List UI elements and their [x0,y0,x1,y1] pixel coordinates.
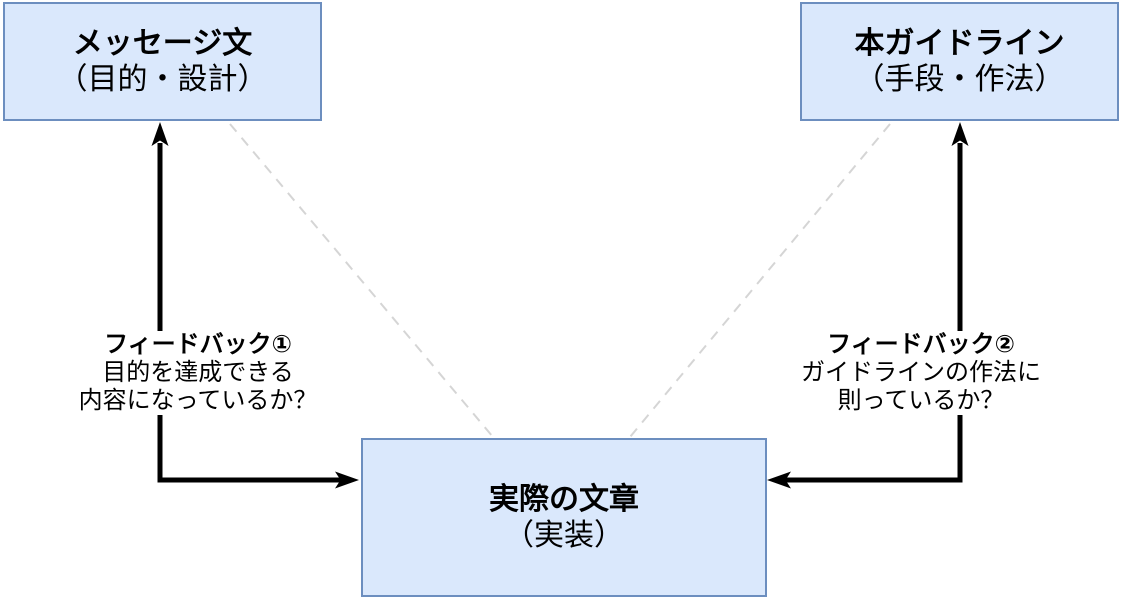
dashed-link-message-to-actual [229,123,494,438]
feedback1-arrowhead-right-icon [335,471,359,489]
feedback2-arrowhead-up-icon [951,122,969,146]
feedback1-arrowhead-up-icon [151,122,169,146]
feedback1-label-line1: 目的を達成できる [102,359,294,386]
node-guideline-title: 本ガイドライン [854,26,1065,60]
feedback2-label-title: フィードバック② [827,331,1015,358]
node-message-box: メッセージ文 （目的・設計） [3,2,322,121]
feedback1-label-line2: 内容になっているか？ [78,387,318,414]
node-actual-subtitle: （実装） [504,518,624,552]
node-message-subtitle: （目的・設計） [57,62,268,96]
node-guideline-box: 本ガイドライン （手段・作法） [800,2,1119,121]
node-guideline-subtitle: （手段・作法） [854,62,1065,96]
feedback2-arrow-line [785,143,963,483]
feedback1-label: フィードバック① 目的を達成できる 内容になっているか？ [58,331,338,415]
node-actual-box: 実際の文章 （実装） [361,438,767,597]
feedback1-arrow-line [157,143,341,483]
feedback1-label-title: フィードバック① [104,331,292,358]
feedback2-label-line2: 則っているか？ [837,387,1005,414]
node-message-title: メッセージ文 [72,26,253,60]
feedback2-label: フィードバック② ガイドラインの作法に 則っているか？ [781,331,1061,415]
dashed-link-guideline-to-actual [629,123,891,438]
node-actual-title: 実際の文章 [489,482,639,516]
feedback2-label-line1: ガイドラインの作法に [801,359,1041,386]
feedback2-arrowhead-left-icon [767,471,791,489]
